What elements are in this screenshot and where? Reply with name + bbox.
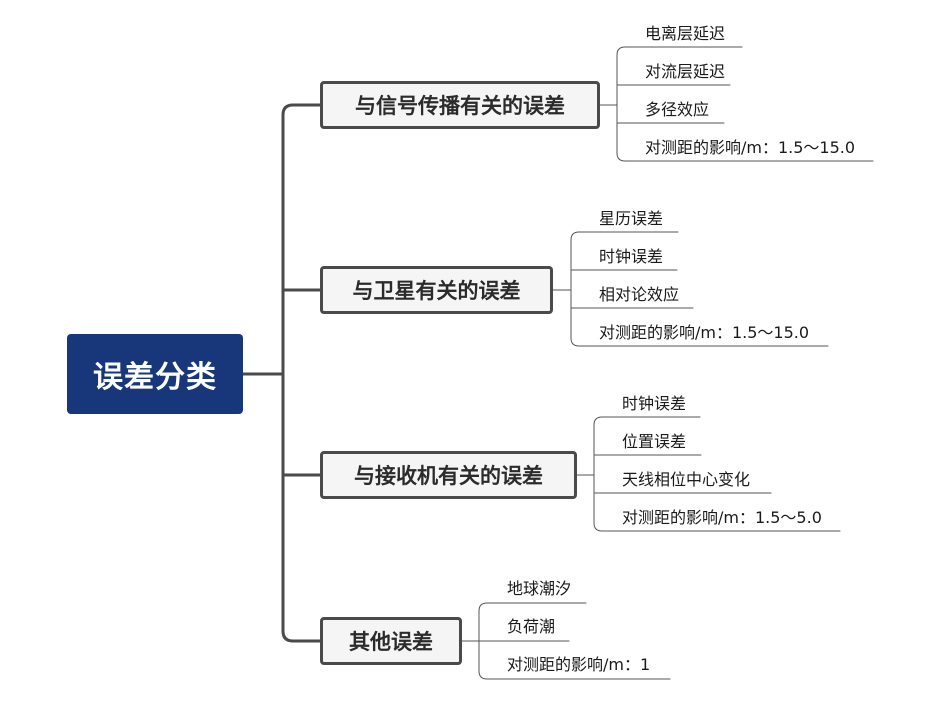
trunk-connector (281, 103, 322, 643)
branch-node-signal-propagation[interactable]: 与信号传播有关的误差 (320, 81, 600, 129)
leaf-item[interactable]: 对测距的影响/m：1.5～5.0 (622, 508, 822, 527)
leaf-spine (593, 416, 841, 532)
leaf-item[interactable]: 多径效应 (645, 100, 710, 119)
leaf-item[interactable]: 天线相位中心变化 (622, 470, 751, 489)
leaf-item[interactable]: 地球潮汐 (507, 579, 572, 598)
leaf-item[interactable]: 星历误差 (599, 209, 664, 228)
leaf-item[interactable]: 位置误差 (622, 432, 687, 451)
leaf-item[interactable]: 相对论效应 (599, 285, 680, 304)
branch-node-satellite[interactable]: 与卫星有关的误差 (320, 266, 553, 314)
leaf-item[interactable]: 电离层延迟 (645, 24, 726, 43)
leaf-item[interactable]: 对测距的影响/m：1.5～15.0 (645, 138, 856, 157)
branch-node-other[interactable]: 其他误差 (320, 617, 462, 665)
leaf-item[interactable]: 对测距的影响/m：1 (507, 655, 651, 674)
root-node[interactable]: 误差分类 (67, 334, 243, 414)
leaf-item[interactable]: 对测距的影响/m：1.5～15.0 (599, 323, 810, 342)
leaf-item[interactable]: 对流层延迟 (645, 62, 726, 81)
leaf-item[interactable]: 时钟误差 (622, 394, 687, 413)
leaf-spine (616, 46, 874, 162)
leaf-item[interactable]: 负荷潮 (507, 617, 556, 636)
branch-node-receiver[interactable]: 与接收机有关的误差 (320, 451, 577, 499)
leaf-item[interactable]: 时钟误差 (599, 247, 664, 266)
leaf-spine (570, 231, 829, 347)
